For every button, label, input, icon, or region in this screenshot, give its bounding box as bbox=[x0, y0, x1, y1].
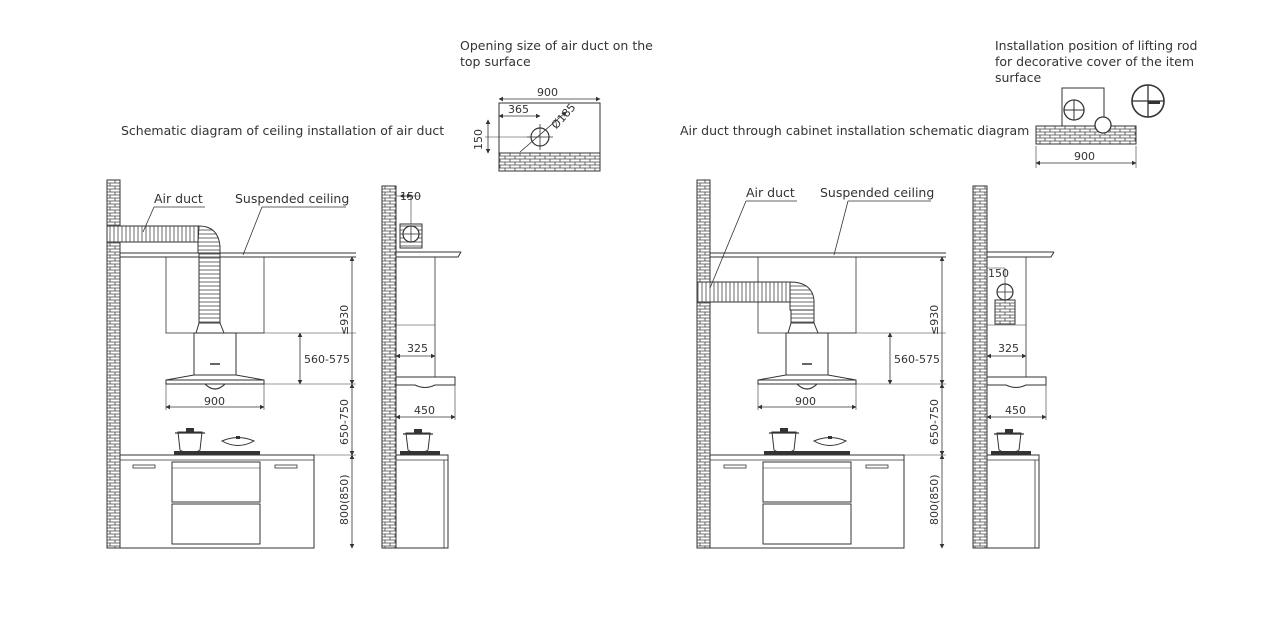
duct-opening-width-label: 900 bbox=[537, 86, 558, 99]
left-air-duct bbox=[106, 225, 200, 243]
right-diagram-title: Air duct through cabinet installation sc… bbox=[680, 123, 1029, 138]
left-side-wall bbox=[381, 185, 397, 549]
right-hood-chimney bbox=[785, 332, 829, 376]
lifting-rod-title-line1: Installation position of lifting rod bbox=[995, 38, 1198, 53]
duct-opening-wall bbox=[498, 152, 601, 172]
duct-opening-title-line1: Opening size of air duct on the bbox=[460, 38, 653, 53]
lifting-rod-width-label: 900 bbox=[1074, 150, 1095, 163]
right-side-offset-label: 150 bbox=[988, 267, 1009, 280]
lifting-rod-inset: Installation position of lifting rod for… bbox=[995, 38, 1198, 168]
right-hood-canopy bbox=[757, 374, 857, 381]
lifting-rod-title-line3: surface bbox=[995, 70, 1042, 85]
right-diagram: Air duct through cabinet installation sc… bbox=[680, 123, 1055, 549]
left-hood-width-label: 900 bbox=[204, 395, 225, 408]
left-cabinet bbox=[119, 454, 315, 549]
lifting-rod-title-line2: for decorative cover of the item bbox=[995, 54, 1194, 69]
duct-opening-offset-label: 365 bbox=[508, 103, 529, 116]
left-diagram: Schematic diagram of ceiling installatio… bbox=[106, 123, 462, 549]
left-side-lower-depth-label: 450 bbox=[414, 404, 435, 417]
left-cabinet-height-label: 800(850) bbox=[338, 474, 351, 525]
left-hood-chimney bbox=[193, 332, 237, 376]
right-air-duct-label: Air duct bbox=[746, 185, 795, 200]
left-cooktop-gap-label: 650-750 bbox=[338, 399, 351, 445]
left-max-height-label: ≤930 bbox=[338, 305, 351, 335]
duct-opening-height-label: 150 bbox=[472, 129, 485, 150]
right-side-lower-depth-label: 450 bbox=[1005, 404, 1026, 417]
duct-opening-inset: Opening size of air duct on the top surf… bbox=[460, 38, 653, 172]
right-hood-height-label: 560-575 bbox=[894, 353, 940, 366]
duct-opening-title-line2: top surface bbox=[460, 54, 531, 69]
right-hood-width-label: 900 bbox=[795, 395, 816, 408]
right-suspended-ceiling-label: Suspended ceiling bbox=[820, 185, 934, 200]
left-side-upper-depth-label: 325 bbox=[407, 342, 428, 355]
right-max-height-label: ≤930 bbox=[928, 305, 941, 335]
left-wall bbox=[106, 179, 121, 549]
left-air-duct-label: Air duct bbox=[154, 191, 203, 206]
right-cabinet-height-label: 800(850) bbox=[928, 474, 941, 525]
right-side-wall bbox=[972, 185, 988, 549]
right-cooktop-gap-label: 650-750 bbox=[928, 399, 941, 445]
right-wall bbox=[696, 179, 711, 549]
left-suspended-ceiling-label: Suspended ceiling bbox=[235, 191, 349, 206]
left-side-offset-label: 150 bbox=[400, 190, 421, 203]
left-hood-height-label: 560-575 bbox=[304, 353, 350, 366]
left-hood-canopy bbox=[165, 374, 265, 381]
right-side-upper-depth-label: 325 bbox=[998, 342, 1019, 355]
right-cabinet bbox=[709, 454, 905, 549]
left-diagram-title: Schematic diagram of ceiling installatio… bbox=[121, 123, 444, 138]
duct-opening-diameter-label: Ø185 bbox=[549, 101, 579, 132]
